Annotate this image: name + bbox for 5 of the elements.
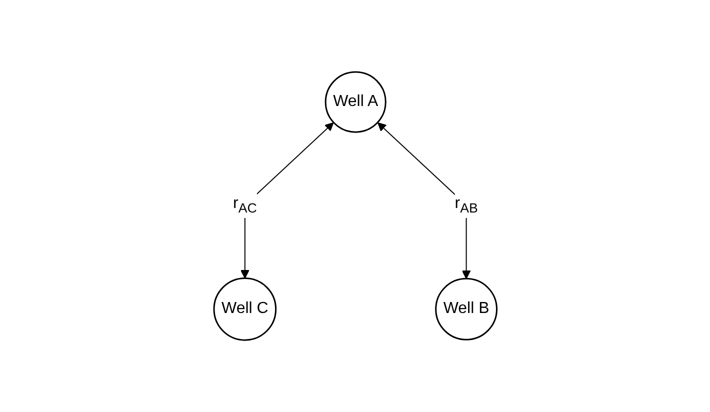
- edge-label: r$_{AB}$: [454, 195, 478, 216]
- node-circle: Well C: [212, 277, 276, 341]
- edge-label: r$_{AC}$: [232, 195, 256, 216]
- node-circle: Well A: [324, 71, 386, 133]
- node-circle: Well B: [434, 278, 498, 340]
